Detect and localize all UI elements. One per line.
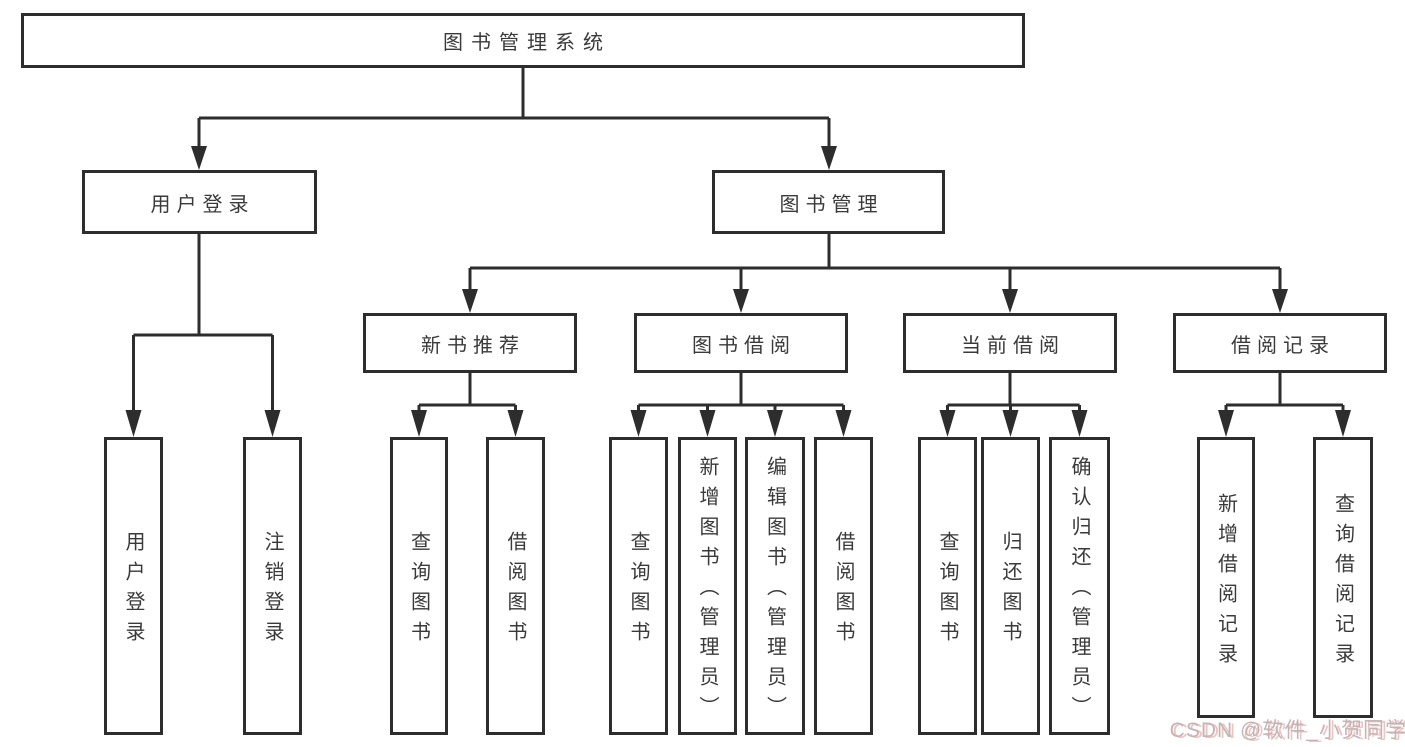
node-book-borrowing: 图书借阅 <box>634 313 848 373</box>
arrowheads <box>125 146 1351 437</box>
leaf-query-borrow-record: 查询借阅记录 <box>1313 437 1373 718</box>
node-book-management: 图书管理 <box>712 170 945 234</box>
leaf-user-login: 用户登录 <box>104 437 163 735</box>
leaf-query-books-recommend: 查询图书 <box>390 437 448 735</box>
leaf-query-books-current: 查询图书 <box>918 437 977 735</box>
leaf-add-borrow-record: 新增借阅记录 <box>1197 437 1255 718</box>
node-library-management-system: 图书管理系统 <box>21 13 1025 68</box>
node-new-book-recommendation: 新书推荐 <box>363 313 577 373</box>
leaf-logout: 注销登录 <box>243 437 302 735</box>
leaf-return-book: 归还图书 <box>981 437 1040 735</box>
leaf-edit-book-admin: 编辑图书（管理员） <box>745 437 805 735</box>
node-current-borrowing: 当前借阅 <box>903 313 1117 373</box>
csdn-watermark: CSDN @软件_小贺同学 <box>1169 719 1405 742</box>
leaf-query-books-borrowing: 查询图书 <box>609 437 668 735</box>
leaf-confirm-return-admin: 确认归还（管理员） <box>1049 437 1110 735</box>
connector-lines <box>132 68 1345 414</box>
node-borrowing-records: 借阅记录 <box>1173 313 1387 373</box>
node-user-login: 用户登录 <box>82 170 317 234</box>
leaf-borrow-books-recommend: 借阅图书 <box>486 437 545 735</box>
leaf-add-book-admin: 新增图书（管理员） <box>678 437 737 735</box>
leaf-borrow-books-borrowing: 借阅图书 <box>814 437 873 735</box>
